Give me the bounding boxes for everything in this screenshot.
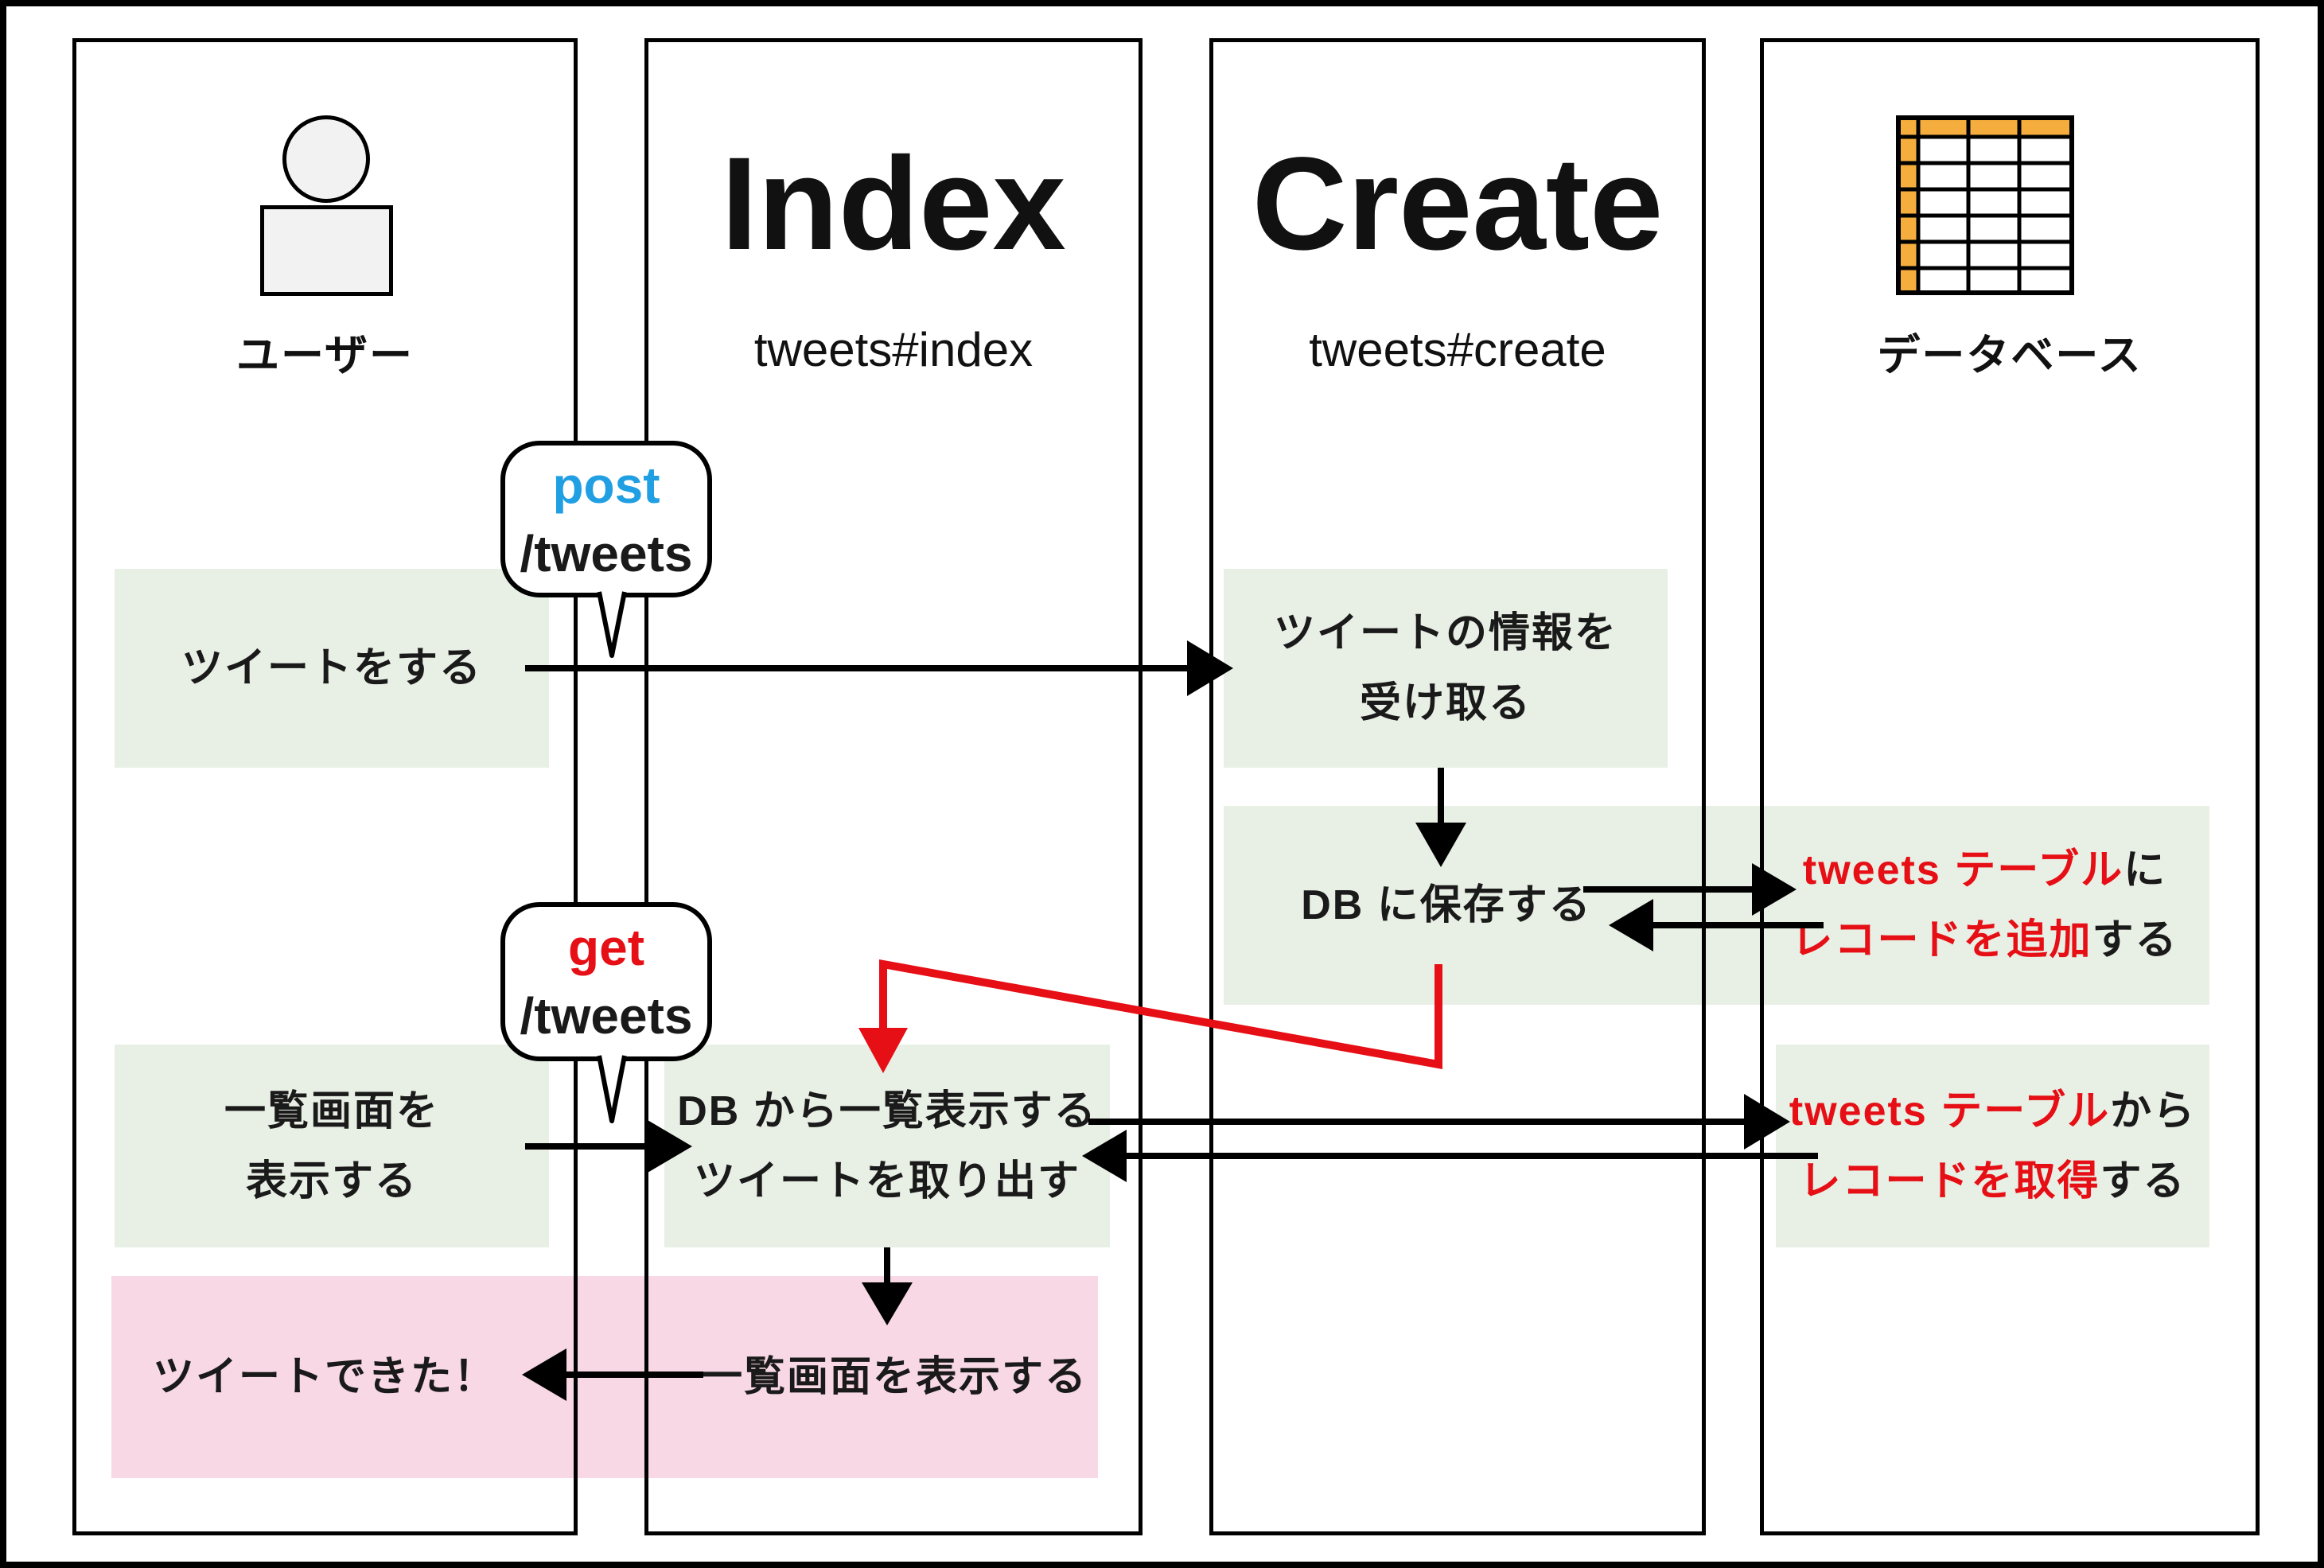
step-get-record-line2: レコードを取得する bbox=[1799, 1146, 2186, 1216]
lane-database-label: データベース bbox=[1877, 332, 2143, 379]
step-show-list-line2: 表示する bbox=[245, 1158, 418, 1204]
result-render-list-label: 一覧画面を表示する bbox=[700, 1354, 1088, 1400]
step-get-record: tweets テーブルから レコードを取得する bbox=[1776, 1045, 2209, 1247]
lane-database: データベース bbox=[1760, 38, 2260, 1535]
step-fetch-tweets: DB から一覧表示する ツイートを取り出す bbox=[664, 1045, 1110, 1247]
post-method-label: post bbox=[552, 456, 660, 514]
get-record-black1: から bbox=[2110, 1087, 2197, 1134]
lane-user: ユーザー bbox=[72, 38, 578, 1535]
step-add-record-line1: tweets テーブルに bbox=[1803, 835, 2166, 905]
step-tweet-action-label: ツイートをする bbox=[181, 645, 482, 691]
result-render-list: 一覧画面を表示する bbox=[672, 1276, 1117, 1478]
step-get-record-line1: tweets テーブルから bbox=[1789, 1076, 2196, 1146]
result-pink-band: ツイートできた！ 一覧画面を表示する bbox=[111, 1276, 1098, 1478]
result-tweet-done-label: ツイートできた！ bbox=[152, 1354, 496, 1400]
lane-user-label: ユーザー bbox=[236, 332, 414, 379]
user-icon-head bbox=[282, 115, 370, 203]
post-tweets-bubble: post /tweets bbox=[503, 443, 710, 595]
step-receive-tweet-info-line1: ツイートの情報を bbox=[1273, 610, 1617, 656]
add-record-black2: する bbox=[2092, 917, 2178, 963]
get-method-label: get bbox=[568, 919, 644, 976]
lane-create: Create tweets#create bbox=[1209, 38, 1706, 1535]
add-record-red1: tweets テーブル bbox=[1802, 847, 2124, 893]
add-record-black1: に bbox=[2124, 847, 2167, 893]
get-path-label: /tweets bbox=[520, 987, 693, 1045]
post-path-label: /tweets bbox=[520, 524, 693, 582]
lane-index-title: Index bbox=[721, 130, 1066, 278]
step-show-list-request: 一覧画面を 表示する bbox=[115, 1045, 549, 1247]
step-receive-tweet-info: ツイートの情報を 受け取る bbox=[1224, 569, 1668, 768]
step-add-record-line2: レコードを追加する bbox=[1791, 905, 2178, 975]
lane-create-subtitle: tweets#create bbox=[1309, 323, 1606, 376]
step-add-record: tweets テーブルに レコードを追加する bbox=[1760, 806, 2209, 1005]
step-tweet-action: ツイートをする bbox=[115, 569, 549, 768]
step-save-db: DB に保存する bbox=[1224, 806, 1669, 1005]
add-record-red2: レコードを追加 bbox=[1791, 917, 2092, 963]
step-show-list-line1: 一覧画面を bbox=[224, 1087, 439, 1134]
step-fetch-tweets-line1: DB から一覧表示する bbox=[677, 1087, 1097, 1134]
get-record-red1: tweets テーブル bbox=[1789, 1087, 2111, 1134]
get-record-red2: レコードを取得 bbox=[1799, 1158, 2100, 1204]
lane-index: Index tweets#index bbox=[644, 38, 1143, 1535]
get-record-black2: する bbox=[2100, 1158, 2186, 1204]
database-table-icon bbox=[1896, 115, 2074, 295]
lane-index-subtitle: tweets#index bbox=[753, 323, 1034, 376]
step-receive-tweet-info-line2: 受け取る bbox=[1359, 680, 1532, 726]
lane-create-title: Create bbox=[1252, 130, 1664, 278]
get-tweets-bubble: get /tweets bbox=[503, 905, 710, 1059]
step-save-db-band: DB に保存する tweets テーブルに レコードを追加する bbox=[1224, 806, 2209, 1005]
result-tweet-done: ツイートできた！ bbox=[111, 1276, 538, 1478]
step-save-db-label: DB に保存する bbox=[1301, 882, 1592, 928]
step-fetch-tweets-line2: ツイートを取り出す bbox=[693, 1158, 1080, 1204]
user-icon-body bbox=[260, 205, 393, 296]
